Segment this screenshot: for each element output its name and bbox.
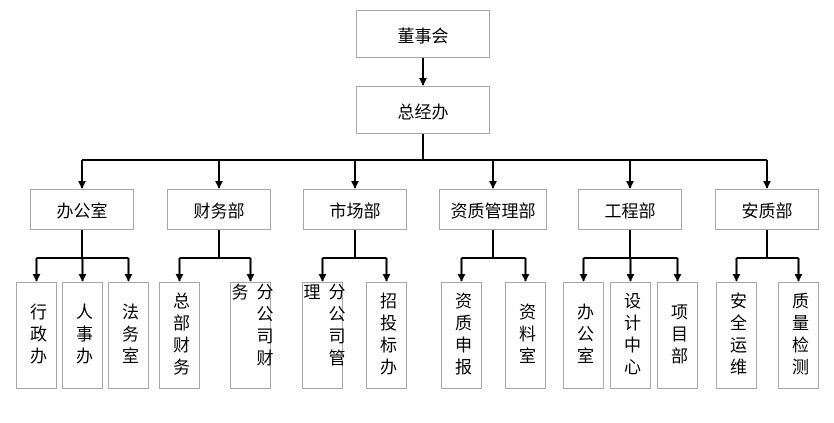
node-subunit: 人事办 [62,282,103,389]
node-department-label: 工程部 [604,202,656,222]
node-department: 资质管理部 [439,189,547,230]
node-subunit: 总部财务 [159,282,200,389]
node-subunit-label: 资料室 [515,302,535,369]
node-general-office-label: 总经办 [397,102,449,123]
node-subunit-label: 质量检测 [788,291,808,380]
node-subunit-label: 分公司管理 [299,283,345,371]
node-department-label: 安质部 [741,202,793,222]
node-subunit-label: 人事办 [72,302,92,369]
node-general-office: 总经办 [356,86,490,134]
node-subunit: 资质申报 [441,282,482,389]
node-department: 市场部 [303,189,407,230]
node-subunit-label: 法务室 [118,302,138,369]
node-subunit-label: 行政办 [26,302,46,369]
node-subunit-label: 分公司财务 [227,283,273,371]
node-subunit-label: 安全运维 [726,291,746,380]
node-subunit-label: 设计中心 [620,291,640,380]
node-department-label: 市场部 [329,202,381,222]
node-department: 财务部 [167,189,271,230]
node-department-label: 资质管理部 [450,202,536,222]
node-subunit: 项目部 [657,282,698,389]
node-subunit: 法务室 [108,282,149,389]
node-subunit: 行政办 [16,282,57,389]
node-subunit: 招投标办 [366,282,407,389]
node-subunit: 资料室 [505,282,546,389]
node-subunit: 设计中心 [610,282,651,389]
node-subunit: 质量检测 [778,282,819,389]
node-subunit: 安全运维 [716,282,757,389]
node-department: 安质部 [715,189,819,230]
node-subunit: 办公室 [563,282,604,389]
node-board-label: 董事会 [397,26,449,47]
node-department: 办公室 [30,189,134,230]
node-subunit: 分公司管理 [300,282,345,389]
node-subunit-label: 办公室 [573,302,593,369]
node-subunit-label: 总部财务 [169,291,189,380]
node-department: 工程部 [578,189,682,230]
node-department-label: 财务部 [193,202,245,222]
node-subunit-label: 资质申报 [451,291,471,380]
node-subunit-label: 项目部 [667,302,687,369]
node-department-label: 办公室 [56,202,108,222]
node-board: 董事会 [356,10,490,58]
node-subunit-label: 招投标办 [376,291,396,380]
node-subunit: 分公司财务 [228,282,273,389]
